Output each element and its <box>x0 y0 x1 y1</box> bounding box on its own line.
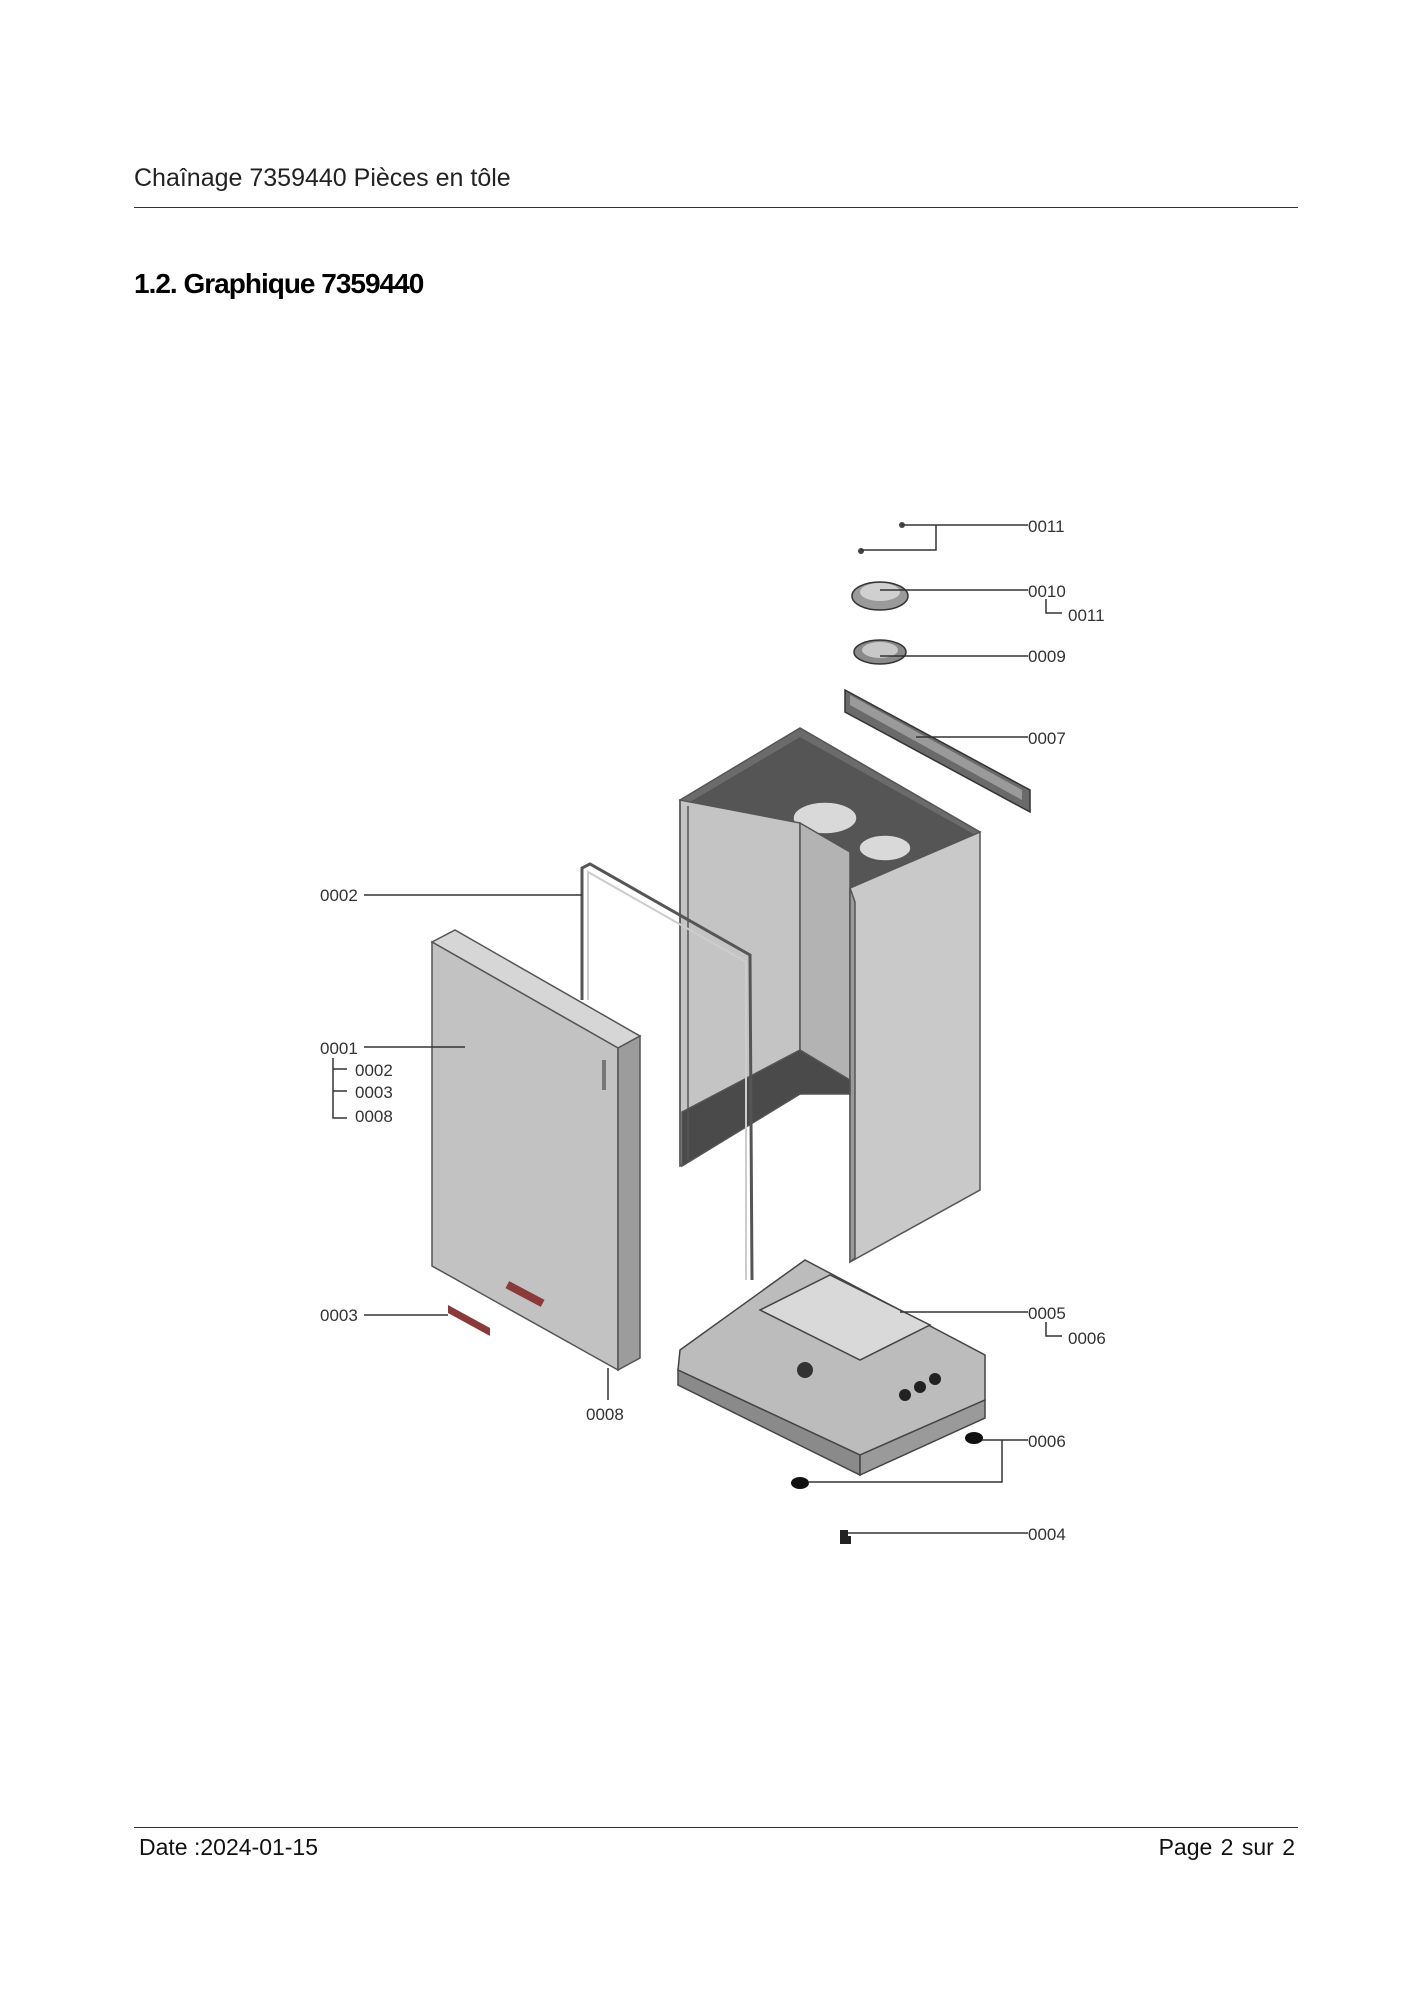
callout-labels: 0011 0010 0011 0009 0007 0002 0001 0002 … <box>320 517 1106 1544</box>
footer-divider <box>134 1827 1298 1828</box>
base-tray <box>677 1259 986 1477</box>
leader-lines <box>332 524 1062 1534</box>
logo-strip <box>448 1305 490 1336</box>
gasket-seal <box>580 862 754 1281</box>
front-panel <box>430 929 642 1372</box>
grommets <box>791 1432 983 1489</box>
cabinet-housing <box>678 727 982 1264</box>
callout-0006-sub: 0006 <box>1068 1329 1106 1348</box>
callout-0010: 0010 <box>1028 582 1066 601</box>
callout-0003: 0003 <box>320 1306 358 1325</box>
document-header-title: Chaînage 7359440 Pièces en tôle <box>134 164 511 192</box>
footer-page-number: Page 2 sur 2 <box>1158 1834 1295 1860</box>
callout-0011-top: 0011 <box>1028 517 1065 536</box>
callout-0007: 0007 <box>1028 729 1066 748</box>
callout-0001-sub-0003: 0003 <box>355 1083 393 1102</box>
section-heading: 1.2. Graphique 7359440 <box>134 268 424 299</box>
callout-0008: 0008 <box>586 1405 624 1424</box>
header-divider <box>134 207 1298 208</box>
callout-0002: 0002 <box>320 886 358 905</box>
callout-0005: 0005 <box>1028 1304 1066 1323</box>
mounting-bracket <box>844 688 1031 814</box>
callout-0001-sub-0008: 0008 <box>355 1107 393 1126</box>
callout-0001: 0001 <box>320 1039 358 1058</box>
clip <box>840 1530 851 1544</box>
callout-0006: 0006 <box>1028 1432 1066 1451</box>
callout-0011-sub: 0011 <box>1068 606 1105 625</box>
callout-0004: 0004 <box>1028 1525 1066 1544</box>
screws <box>858 522 905 554</box>
callout-0009: 0009 <box>1028 647 1066 666</box>
flue-ring <box>853 639 907 665</box>
flue-cover <box>851 581 909 611</box>
footer-date: Date :2024-01-15 <box>139 1834 319 1860</box>
callout-0001-sub-0002: 0002 <box>355 1061 393 1080</box>
